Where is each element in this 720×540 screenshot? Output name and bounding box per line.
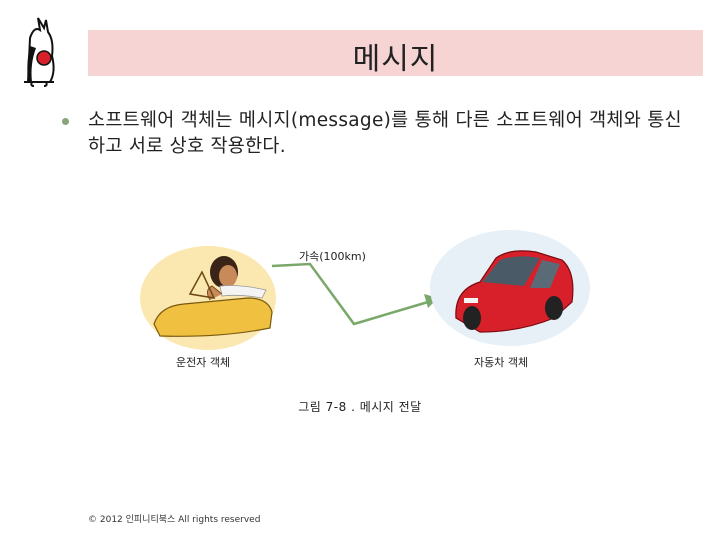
rear-wheel <box>545 296 563 320</box>
driver-face <box>219 265 237 287</box>
bullet-text: 소프트웨어 객체는 메시지(message)를 통해 다른 소프트웨어 객체와 … <box>88 108 698 160</box>
car-object-label: 자동차 객체 <box>474 354 528 370</box>
figure-caption: 그림 7-8 . 메시지 전달 <box>0 398 720 415</box>
mascot-logo <box>10 12 66 88</box>
driver-object-label: 운전자 객체 <box>176 354 230 370</box>
copyright-footer: © 2012 인피니티북스 All rights reserved <box>88 512 260 525</box>
message-label: 가속(100km) <box>299 248 366 264</box>
message-arrow <box>272 264 428 324</box>
page-title: 메시지 <box>88 34 703 78</box>
front-wheel <box>463 306 481 330</box>
bullet-marker <box>62 118 69 125</box>
title-bar: 메시지 <box>88 30 703 76</box>
message-figure: 가속(100km) 운전자 객체 자동차 객체 <box>140 228 590 378</box>
